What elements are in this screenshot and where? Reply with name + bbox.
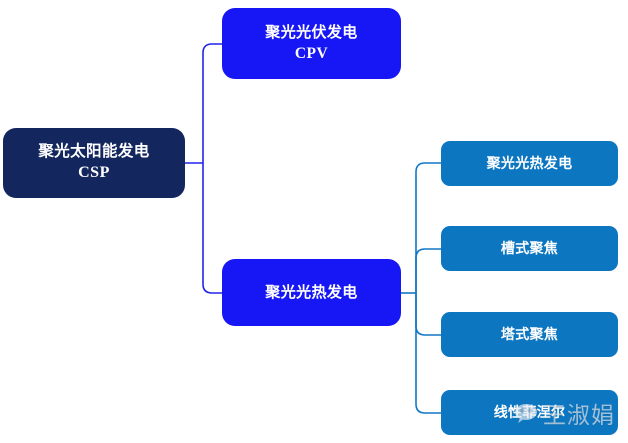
node-concentrated-solar-thermal[interactable]: 聚光光热发电 xyxy=(222,259,401,326)
connector-root-to-cpv xyxy=(202,43,222,163)
node-root-csp[interactable]: 聚光太阳能发电 CSP xyxy=(3,128,185,198)
node-child-solar-thermal-power[interactable]: 聚光光热发电 xyxy=(441,141,618,186)
connector-thermal-to-child-4 xyxy=(415,293,441,414)
node-child-1-label: 聚光光热发电 xyxy=(486,155,573,172)
node-child-3-label: 塔式聚焦 xyxy=(500,326,559,343)
node-root-label-en: CSP xyxy=(78,164,110,182)
connector-thermal-to-child-1 xyxy=(415,162,441,293)
node-cpv-label-en: CPV xyxy=(294,45,329,63)
node-child-tower-focus[interactable]: 塔式聚焦 xyxy=(441,312,618,357)
node-cpv-label-cn: 聚光光伏发电 xyxy=(265,23,358,41)
node-root-label-cn: 聚光太阳能发电 xyxy=(38,142,150,160)
node-child-trough-focus[interactable]: 槽式聚焦 xyxy=(441,226,618,271)
node-cpv[interactable]: 聚光光伏发电 CPV xyxy=(222,8,401,79)
node-child-2-label: 槽式聚焦 xyxy=(500,240,559,257)
connector-thermal-to-child-3 xyxy=(415,293,441,336)
node-child-linear-fresnel[interactable]: 线性菲涅尔 xyxy=(441,390,618,435)
node-concentrated-solar-thermal-label-cn: 聚光光热发电 xyxy=(265,283,358,301)
connector-root-to-thermal xyxy=(202,163,222,294)
node-child-4-label: 线性菲涅尔 xyxy=(493,404,566,421)
connector-thermal-to-child-2 xyxy=(415,248,441,293)
